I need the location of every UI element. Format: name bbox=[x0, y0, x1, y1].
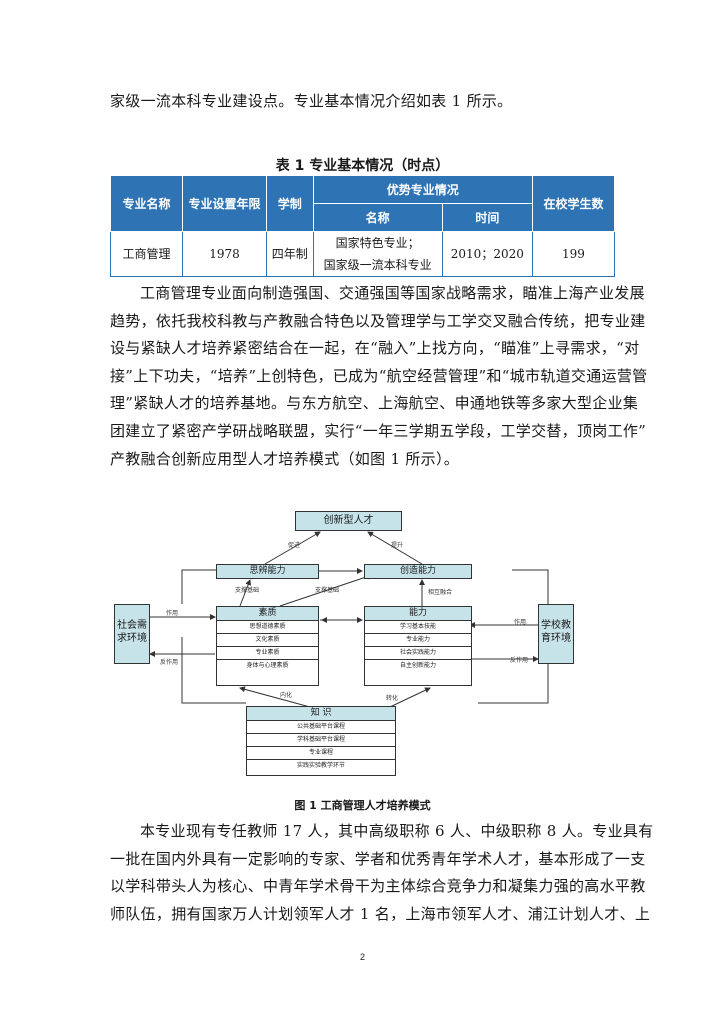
label-support-creating: 支撑基础 bbox=[315, 587, 340, 594]
knowledge-title: 知 识 bbox=[247, 707, 395, 721]
school-environment-box: 学校教育环境 bbox=[538, 604, 574, 664]
header-name: 专业名称 bbox=[110, 175, 183, 232]
cell-year: 1978 bbox=[181, 231, 268, 277]
label-internalize: 内化 bbox=[280, 692, 293, 699]
main-line: 工商管理专业面向制造强国、交通强国等国家战略需求，瞄准上海产业发展 bbox=[140, 284, 645, 302]
label-feedback-left: 反作用 bbox=[160, 659, 179, 666]
cell-students: 199 bbox=[531, 231, 616, 277]
knowledge-item: 实践实验教学环节 bbox=[296, 762, 345, 769]
ability-box: 能力 学习基本技能 专业能力 社会实践能力 自主创新能力 bbox=[364, 606, 472, 686]
thinking-ability-box: 思辨能力 bbox=[216, 564, 319, 579]
label-act-right: 作用 bbox=[514, 619, 527, 626]
header-adv-time: 时间 bbox=[441, 203, 533, 232]
cell-adv-name-line2: 国家级一流本科专业 bbox=[323, 258, 432, 272]
staff-line: 本专业现有专任教师 17 人，其中高级职称 6 人、中级职称 8 人。专业具有 bbox=[140, 822, 654, 840]
label-enhance: 提升 bbox=[391, 542, 404, 549]
cell-adv-name-line1: 国家特色专业； bbox=[335, 236, 420, 250]
figure-caption: 图 1 工商管理人才培养模式 bbox=[294, 799, 431, 812]
ability-item: 专业能力 bbox=[365, 634, 471, 647]
staff-line: 一批在国内外具有一定影响的专家、学者和优秀青年学术人才，基本形成了一支 bbox=[110, 849, 646, 868]
main-paragraph: 工商管理专业面向制造强国、交通强国等国家战略需求，瞄准上海产业发展 趋势，依托我… bbox=[110, 280, 648, 473]
ability-item: 学习基本技能 bbox=[365, 621, 471, 634]
staff-line: 师队伍，拥有国家万人计划领军人才 1 名，上海市领军人才、浦江计划人才、上 bbox=[110, 904, 651, 923]
header-adv-name: 名称 bbox=[312, 203, 443, 232]
quality-item: 文化素质 bbox=[217, 634, 318, 647]
label-mutual: 相互融合 bbox=[428, 589, 453, 596]
knowledge-box: 知 识 公共基础平台课程 学科基础平台课程 专业课程 实践实验教学环节 bbox=[246, 706, 396, 776]
header-year: 专业设置年限 bbox=[181, 175, 268, 232]
training-model-diagram: 创新型人才 思辨能力 创造能力 素质 思想道德素质 文化素质 专业素质 身体与心… bbox=[110, 507, 615, 779]
quality-item: 身体与心理素质 bbox=[246, 662, 289, 669]
label-support-thinking: 支撑基础 bbox=[235, 587, 260, 594]
main-line: 设与紧缺人才培养紧密结合在一起，在“融入”上找方向，“瞄准”上寻需求，“对 bbox=[110, 339, 640, 358]
main-line: 接”上下功夫，“培养”上创特色，已成为“航空经营管理”和“城市轨道交通运营管 bbox=[110, 366, 648, 385]
innovative-talent-box: 创新型人才 bbox=[295, 511, 402, 531]
main-line: 理”紧缺人才的培养基地。与东方航空、上海航空、申通地铁等多家大型企业集 bbox=[110, 394, 639, 413]
knowledge-item: 学科基础平台课程 bbox=[247, 734, 395, 747]
society-environment-box: 社会需求环境 bbox=[114, 604, 150, 664]
header-students: 在校学生数 bbox=[531, 175, 616, 232]
ability-title: 能力 bbox=[365, 607, 471, 621]
creating-ability-box: 创造能力 bbox=[364, 564, 472, 579]
table-title: 表 1 专业基本情况（时点） bbox=[275, 158, 450, 174]
knowledge-item: 公共基础平台课程 bbox=[247, 721, 395, 734]
intro-paragraph: 家级一流本科专业建设点。专业基本情况介绍如表 1 所示。 bbox=[110, 88, 615, 116]
intro-line: 家级一流本科专业建设点。专业基本情况介绍如表 1 所示。 bbox=[110, 92, 513, 110]
main-line: 团建立了紧密产学研战略联盟，实行“一年三学期五学段，工学交替，顶岗工作” bbox=[110, 421, 647, 440]
label-transform: 转化 bbox=[386, 695, 399, 702]
label-promote: 促进 bbox=[288, 542, 301, 549]
label-feedback-right: 反作用 bbox=[510, 657, 529, 664]
cell-adv-name: 国家特色专业； 国家级一流本科专业 bbox=[312, 231, 443, 277]
staff-paragraph: 本专业现有专任教师 17 人，其中高级职称 6 人、中级职称 8 人。专业具有 … bbox=[110, 818, 654, 928]
knowledge-item: 专业课程 bbox=[247, 747, 395, 760]
cell-system: 四年制 bbox=[266, 231, 314, 277]
cell-name: 工商管理 bbox=[110, 231, 183, 277]
page-number: 2 bbox=[359, 952, 365, 962]
quality-title: 素质 bbox=[217, 607, 318, 621]
quality-box: 素质 思想道德素质 文化素质 专业素质 身体与心理素质 bbox=[216, 606, 319, 686]
header-advantage: 优势专业情况 bbox=[312, 175, 533, 204]
quality-item: 思想道德素质 bbox=[217, 621, 318, 634]
cell-adv-time: 2010；2020 bbox=[441, 231, 533, 277]
main-line: 趋势，依托我校科教与产教融合特色以及管理学与工学交叉融合传统，把专业建 bbox=[110, 311, 646, 330]
label-act-left: 作用 bbox=[166, 610, 179, 617]
ability-item: 自主创新能力 bbox=[399, 662, 436, 669]
staff-line: 以学科带头人为核心、中青年学术骨干为主体综合竞争力和凝集力强的高水平教 bbox=[110, 877, 646, 896]
info-table: 专业名称 专业设置年限 学制 优势专业情况 在校学生数 名称 时间 工商管理 1… bbox=[110, 175, 616, 277]
header-system: 学制 bbox=[266, 175, 314, 232]
main-line: 产教融合创新应用型人才培养模式（如图 1 所示）。 bbox=[110, 449, 460, 468]
ability-item: 社会实践能力 bbox=[365, 647, 471, 660]
quality-item: 专业素质 bbox=[217, 647, 318, 660]
